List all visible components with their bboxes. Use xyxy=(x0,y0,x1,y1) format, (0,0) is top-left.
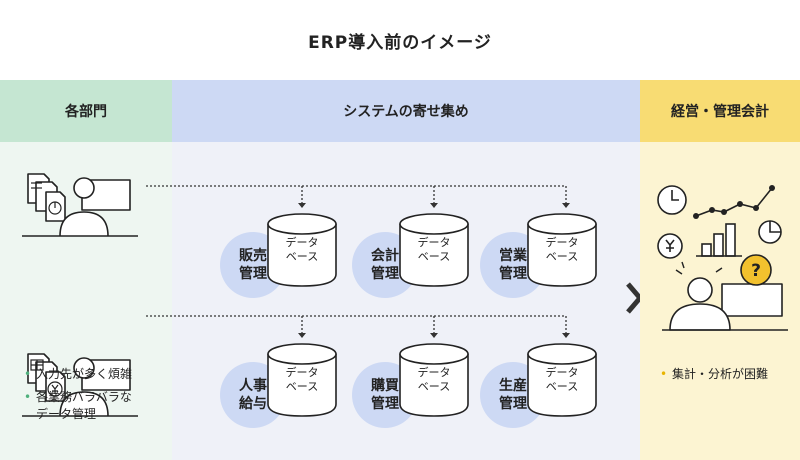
management-header: 経営・管理会計 xyxy=(640,80,800,142)
system-unit-hr-payroll: 人事 給与 データ ベース xyxy=(220,342,344,432)
department-issues-list: 入力先が多く煩雑 各業務バラバラな データ管理 xyxy=(24,366,132,429)
database-label: データ ベース xyxy=(545,236,579,263)
page-title: ERP導入前のイメージ xyxy=(308,33,492,53)
system-unit-sales: 販売 管理 データ ベース xyxy=(220,212,344,302)
database-icon xyxy=(267,343,337,417)
svg-text:?: ? xyxy=(751,261,761,281)
user-with-documents-icon xyxy=(22,173,138,237)
management-analysis-illustration: ? xyxy=(657,185,788,331)
line-chart-icon xyxy=(695,187,773,217)
system-unit-accounting: 会計 管理 データ ベース xyxy=(352,212,476,302)
systems-header: システムの寄せ集め xyxy=(172,80,640,142)
database-label: データ ベース xyxy=(545,366,579,393)
database-icon xyxy=(399,343,469,417)
department-column: 各部門 xyxy=(0,80,172,460)
bar-chart-icon xyxy=(696,223,742,257)
database-label: データ ベース xyxy=(417,366,451,393)
management-issue-1: 集計・分析が困難 xyxy=(660,366,768,383)
system-unit-purchasing: 購買 管理 データ ベース xyxy=(352,342,476,432)
manager-confused-icon xyxy=(662,277,788,331)
management-column: 経営・管理会計 xyxy=(640,80,800,460)
department-issue-1: 入力先が多く煩雑 xyxy=(24,366,132,383)
department-issue-2: 各業務バラバラな データ管理 xyxy=(24,389,132,423)
management-issues-list: 集計・分析が困難 xyxy=(660,366,768,389)
system-unit-business: 営業 管理 データ ベース xyxy=(480,212,604,302)
database-icon xyxy=(527,213,597,287)
database-icon xyxy=(267,213,337,287)
department-header: 各部門 xyxy=(0,80,172,142)
database-label: データ ベース xyxy=(285,366,319,393)
question-icon xyxy=(740,254,772,286)
database-icon xyxy=(527,343,597,417)
database-icon xyxy=(399,213,469,287)
database-label: データ ベース xyxy=(285,236,319,263)
flow-arrow-icon xyxy=(626,282,644,314)
system-unit-production: 生産 管理 データ ベース xyxy=(480,342,604,432)
database-label: データ ベース xyxy=(417,236,451,263)
